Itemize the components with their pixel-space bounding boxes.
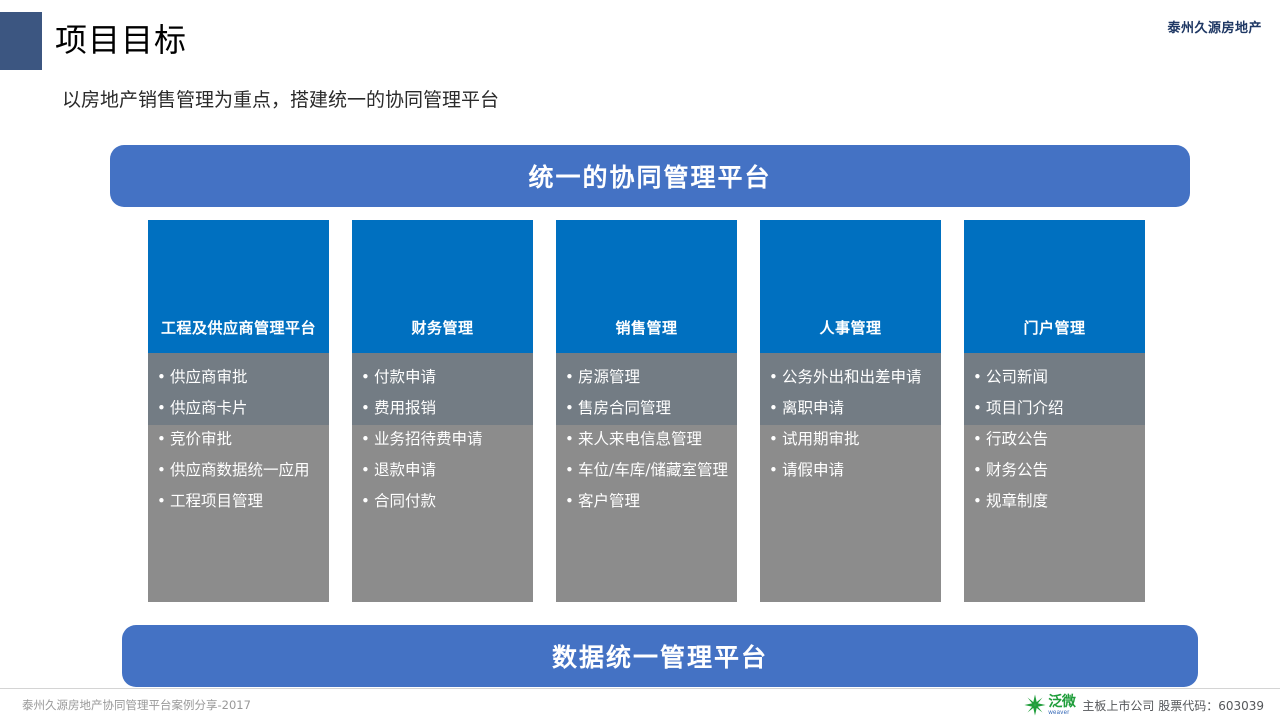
module-item-list: 付款申请 费用报销 业务招待费申请 退款申请 合同付款	[361, 362, 527, 517]
list-item[interactable]: 房源管理	[565, 362, 731, 393]
list-item[interactable]: 竞价审批	[157, 424, 323, 455]
list-item[interactable]: 规章制度	[973, 486, 1139, 517]
module-columns: 工程及供应商管理平台 供应商审批 供应商卡片 竞价审批 供应商数据统一应用 工程…	[148, 220, 1145, 602]
list-item[interactable]: 退款申请	[361, 455, 527, 486]
module-item-list: 公司新闻 项目门介绍 行政公告 财务公告 规章制度	[973, 362, 1139, 517]
module-card-header: 门户管理	[964, 220, 1145, 353]
page-subtitle: 以房地产销售管理为重点，搭建统一的协同管理平台	[62, 89, 500, 111]
list-item[interactable]: 请假申请	[769, 455, 935, 486]
module-card-sales[interactable]: 销售管理 房源管理 售房合同管理 来人来电信息管理 车位/车库/储藏室管理 客户…	[556, 220, 737, 602]
module-card-engineering-supplier[interactable]: 工程及供应商管理平台 供应商审批 供应商卡片 竞价审批 供应商数据统一应用 工程…	[148, 220, 329, 602]
page-title: 项目目标	[55, 21, 188, 59]
module-item-list: 公务外出和出差申请 离职申请 试用期审批 请假申请	[769, 362, 935, 486]
list-item[interactable]: 离职申请	[769, 393, 935, 424]
module-card-header: 财务管理	[352, 220, 533, 353]
list-item[interactable]: 付款申请	[361, 362, 527, 393]
list-item[interactable]: 财务公告	[973, 455, 1139, 486]
list-item[interactable]: 供应商数据统一应用	[157, 455, 323, 486]
list-item[interactable]: 公务外出和出差申请	[769, 362, 935, 393]
module-card-title: 工程及供应商管理平台	[160, 319, 316, 337]
list-item[interactable]: 费用报销	[361, 393, 527, 424]
footer-divider	[0, 688, 1280, 689]
footer-caption: 泰州久源房地产协同管理平台案例分享-2017	[22, 698, 251, 712]
weaver-wordmark: 泛微 weaver	[1048, 693, 1076, 716]
module-card-hr[interactable]: 人事管理 公务外出和出差申请 离职申请 试用期审批 请假申请	[760, 220, 941, 602]
list-item[interactable]: 试用期审批	[769, 424, 935, 455]
module-card-header: 人事管理	[760, 220, 941, 353]
footer-listing-note: 主板上市公司 股票代码：603039	[1082, 698, 1264, 713]
bottom-platform-banner-label: 数据统一管理平台	[551, 643, 768, 672]
list-item[interactable]: 工程项目管理	[157, 486, 323, 517]
module-card-header: 工程及供应商管理平台	[148, 220, 329, 353]
module-card-body: 供应商审批 供应商卡片 竞价审批 供应商数据统一应用 工程项目管理	[148, 353, 329, 602]
weaver-star-icon	[1024, 694, 1046, 716]
list-item[interactable]: 售房合同管理	[565, 393, 731, 424]
module-card-body: 公务外出和出差申请 离职申请 试用期审批 请假申请	[760, 353, 941, 602]
list-item[interactable]: 车位/车库/储藏室管理	[565, 455, 731, 486]
weaver-logo-en: weaver	[1048, 709, 1070, 716]
top-platform-banner: 统一的协同管理平台	[110, 145, 1190, 207]
top-platform-banner-label: 统一的协同管理平台	[528, 163, 772, 192]
module-card-finance[interactable]: 财务管理 付款申请 费用报销 业务招待费申请 退款申请 合同付款	[352, 220, 533, 602]
module-card-title: 门户管理	[1023, 319, 1086, 337]
list-item[interactable]: 供应商审批	[157, 362, 323, 393]
module-card-title: 人事管理	[819, 319, 882, 337]
module-card-portal[interactable]: 门户管理 公司新闻 项目门介绍 行政公告 财务公告 规章制度	[964, 220, 1145, 602]
module-card-header: 销售管理	[556, 220, 737, 353]
list-item[interactable]: 来人来电信息管理	[565, 424, 731, 455]
footer-brand-block: 泛微 weaver 主板上市公司 股票代码：603039	[1024, 694, 1264, 716]
module-card-body: 房源管理 售房合同管理 来人来电信息管理 车位/车库/储藏室管理 客户管理	[556, 353, 737, 602]
module-card-title: 财务管理	[411, 319, 474, 337]
module-card-body: 付款申请 费用报销 业务招待费申请 退款申请 合同付款	[352, 353, 533, 602]
module-item-list: 房源管理 售房合同管理 来人来电信息管理 车位/车库/储藏室管理 客户管理	[565, 362, 731, 517]
list-item[interactable]: 合同付款	[361, 486, 527, 517]
company-brand-label: 泰州久源房地产	[1167, 21, 1262, 36]
list-item[interactable]: 公司新闻	[973, 362, 1139, 393]
bottom-platform-banner: 数据统一管理平台	[122, 625, 1198, 687]
list-item[interactable]: 客户管理	[565, 486, 731, 517]
list-item[interactable]: 项目门介绍	[973, 393, 1139, 424]
header-accent-bar	[0, 12, 42, 70]
module-card-body: 公司新闻 项目门介绍 行政公告 财务公告 规章制度	[964, 353, 1145, 602]
module-item-list: 供应商审批 供应商卡片 竞价审批 供应商数据统一应用 工程项目管理	[157, 362, 323, 517]
weaver-logo: 泛微 weaver	[1024, 693, 1076, 716]
list-item[interactable]: 供应商卡片	[157, 393, 323, 424]
weaver-logo-cn: 泛微	[1048, 693, 1076, 710]
list-item[interactable]: 行政公告	[973, 424, 1139, 455]
list-item[interactable]: 业务招待费申请	[361, 424, 527, 455]
module-card-title: 销售管理	[615, 319, 678, 337]
